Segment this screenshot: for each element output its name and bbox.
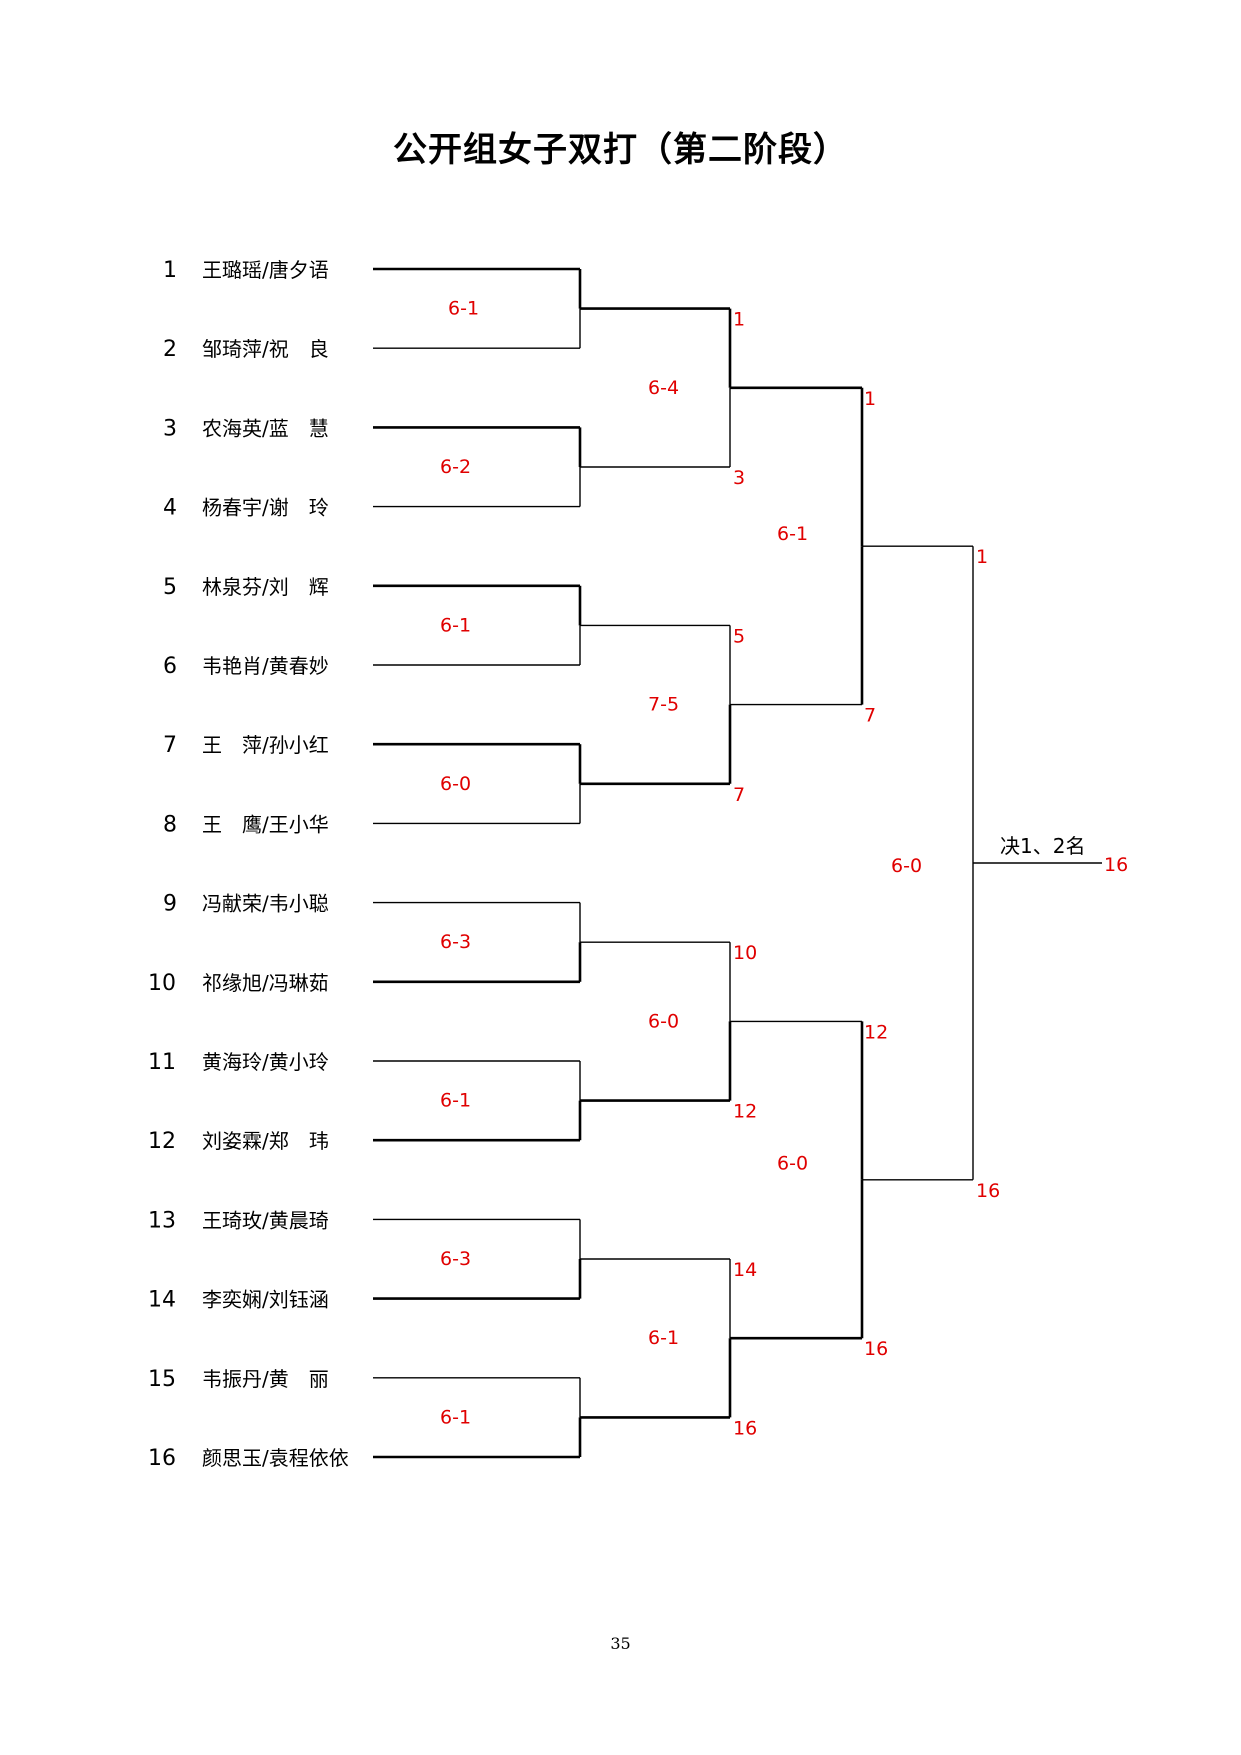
player-names: 杨春宇/谢 玲 [202,496,329,520]
seed-number: 10 [148,971,176,996]
advancing-seed: 16 [976,1180,1000,1202]
advancing-seed: 14 [733,1259,757,1281]
player-names: 韦振丹/黄 丽 [202,1367,329,1391]
advancing-seed: 7 [733,784,745,806]
advancing-seed: 1 [864,388,876,410]
player-names: 林泉芬/刘 辉 [202,575,329,599]
advancing-seed: 1 [976,546,988,568]
advancing-seed: 16 [864,1338,888,1360]
match-score: 6-1 [440,614,471,636]
seed-number: 15 [148,1367,176,1392]
seed-number: 13 [148,1208,176,1233]
match-score: 6-0 [777,1152,808,1174]
match-score: 6-1 [777,523,808,545]
player-names: 邹琦萍/祝 良 [202,337,329,361]
advancing-seed: 1 [733,309,745,331]
seed-number: 5 [163,575,177,600]
player-names: 刘姿霖/郑 玮 [202,1129,329,1153]
player-names: 韦艳肖/黄春妙 [202,654,329,678]
page-title: 公开组女子双打（第二阶段） [393,130,848,170]
player-names: 王 鹰/王小华 [202,812,329,836]
seed-number: 12 [148,1129,176,1154]
player-names: 李奕娴/刘钰涵 [202,1288,329,1312]
seed-number: 14 [148,1288,176,1313]
advancing-seed: 12 [733,1101,757,1123]
match-score: 6-4 [648,377,679,399]
match-score: 6-1 [648,1327,679,1349]
player-names: 王 萍/孙小红 [202,733,329,757]
seed-number: 3 [163,416,177,441]
match-score: 6-3 [440,931,471,953]
player-names: 祁缘旭/冯琳茹 [202,971,329,995]
match-score: 6-1 [448,298,479,320]
advancing-seed: 5 [733,625,745,647]
advancing-seed: 3 [733,467,745,489]
seed-number: 16 [148,1446,176,1471]
advancing-seed: 12 [864,1021,888,1043]
match-score: 6-0 [440,773,471,795]
match-score: 6-1 [440,1406,471,1428]
match-score: 7-5 [648,694,679,716]
player-names: 王琦玫/黄晨琦 [202,1208,329,1232]
seed-number: 11 [148,1050,176,1075]
player-names: 农海英/蓝 慧 [202,416,329,440]
seed-number: 4 [163,496,177,521]
match-score: 6-2 [440,456,471,478]
player-names: 王璐瑶/唐夕语 [202,258,329,282]
advancing-seed: 7 [864,705,876,727]
match-score: 6-1 [440,1090,471,1112]
player-names: 颜思玉/袁程依依 [202,1446,349,1470]
advancing-seed: 16 [733,1417,757,1439]
final-label: 决1、2名 [1000,834,1085,858]
match-score: 6-0 [648,1010,679,1032]
match-score: 6-3 [440,1248,471,1270]
seed-number: 9 [163,892,177,917]
seed-number: 1 [163,258,177,283]
seed-number: 8 [163,812,177,837]
seed-number: 2 [163,337,177,362]
player-names: 黄海玲/黄小玲 [202,1050,329,1074]
seed-number: 7 [163,733,177,758]
final-score: 6-0 [891,855,922,877]
advancing-seed: 10 [733,942,757,964]
champion-seed: 16 [1104,854,1128,876]
page-number: 35 [610,1634,631,1653]
seed-number: 6 [163,654,177,679]
player-names: 冯献荣/韦小聪 [202,892,329,916]
